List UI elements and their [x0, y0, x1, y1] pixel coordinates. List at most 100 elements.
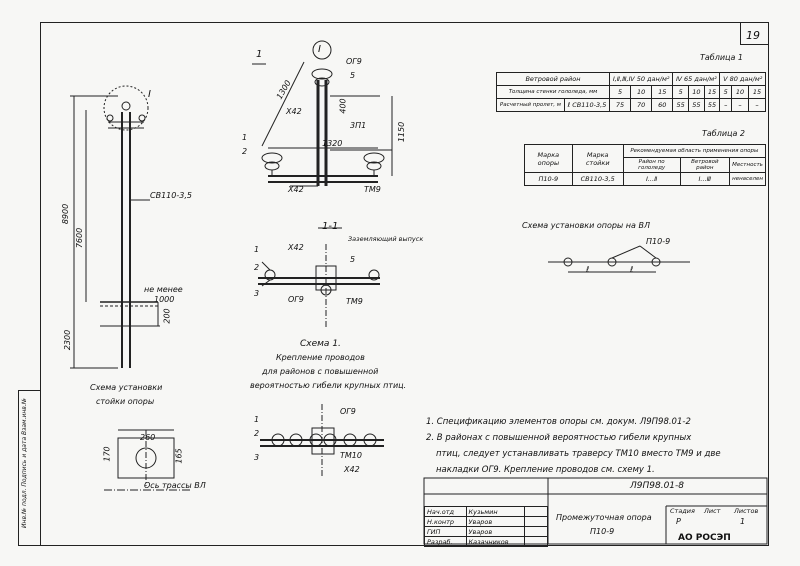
section-title: 1-1	[322, 221, 339, 232]
table2-header-2: Рекомендуемая область применения опоры	[622, 144, 767, 158]
ground-clip-label: Заземляющий выпуск	[348, 235, 424, 243]
table1-cell: 55	[688, 98, 705, 112]
node-label-2: 2	[242, 147, 248, 156]
axis-label: Ось трассы ВЛ	[144, 481, 206, 490]
stamp-name: Уваров	[465, 526, 526, 537]
table1-cell: 5	[608, 85, 632, 99]
s2-1: 1	[254, 415, 260, 424]
table2-cell: Ⅰ...Ⅲ	[679, 172, 731, 186]
stamp-title-2: П10-9	[590, 527, 615, 536]
table1-cell: 10	[731, 85, 749, 99]
table1-cell: –	[747, 98, 767, 112]
table1-row2-symbol: ℓ	[567, 101, 571, 109]
stamp-name: Уваров	[465, 516, 526, 527]
dim-1000: 1000	[154, 295, 175, 304]
table1-cell: 15	[703, 85, 721, 99]
table1-title: Таблица 1	[700, 53, 744, 62]
table2-cell: П10-9	[524, 172, 573, 186]
sec-1: 1	[254, 245, 260, 254]
table1-row1-label: Толщина стенки гололеда, мм	[496, 85, 610, 99]
note-line-1: 1. Спецификацию элементов опоры см. доку…	[426, 417, 691, 427]
node-1320: 1320	[322, 139, 343, 148]
stamp-stage: Р	[676, 517, 681, 526]
table1: Ветровой район Ⅰ,Ⅱ,Ⅲ,Ⅳ 50 дан/м² Ⅳ 65 да…	[496, 72, 767, 112]
pole-mark-label: СВ110-3,5	[150, 191, 192, 200]
stamp-role: Разраб.	[424, 536, 467, 547]
table1-cell: 70	[630, 98, 653, 112]
callout-I: Ⅰ	[148, 89, 151, 100]
schema1-line1: Крепление проводов	[276, 353, 365, 362]
table1-cell: 60	[651, 98, 674, 112]
side-strip	[18, 390, 41, 546]
ground-label: не менее	[144, 285, 183, 294]
table2-title: Таблица 2	[702, 129, 746, 138]
table1-row2-mark: ℓ СВ110-3,5	[563, 98, 610, 112]
s2-2: 2	[254, 429, 260, 438]
note-line-4: накладки ОГ9. Крепление проводов см. схе…	[436, 465, 655, 475]
note-line-3: птиц, следует устанавливать траверсу ТМ1…	[436, 449, 721, 459]
note-line-2: 2. В районах с повышенной вероятностью г…	[426, 433, 692, 443]
table1-header-0: Ветровой район	[496, 72, 610, 86]
s2-3: 3	[254, 453, 260, 462]
stamp-row: Разраб.Казачников	[424, 536, 548, 547]
callout-1: 1	[256, 49, 263, 60]
node-5: 5	[350, 71, 356, 80]
node-tm9: ТМ9	[364, 185, 381, 194]
dim-8900: 8900	[61, 203, 71, 225]
table1-cell: 10	[688, 85, 705, 99]
sec-x42: Х42	[288, 243, 304, 252]
stamp-col-stage: Стадия	[670, 507, 695, 515]
sec-tm9: ТМ9	[346, 297, 363, 306]
table1-header-1: Ⅰ,Ⅱ,Ⅲ,Ⅳ 50 дан/м²	[608, 72, 674, 86]
dim-260: 260	[140, 433, 156, 442]
node-callout-I: Ⅰ	[318, 44, 321, 55]
stamp-doc-code: Л9П98.01-8	[630, 481, 684, 491]
dim-170: 170	[102, 446, 112, 462]
table1-cell: –	[731, 98, 749, 112]
table2-cell: СВ110-3,5	[571, 172, 624, 186]
sec-og9: ОГ9	[288, 295, 304, 304]
table1-cell: 55	[672, 98, 690, 112]
stamp-col-sheets: Листов	[734, 507, 759, 515]
sec-3: 3	[254, 289, 260, 298]
install-scheme-p10: П10-9	[646, 237, 671, 246]
table2: Марка опоры Марка стойки Рекомендуемая о…	[524, 144, 767, 186]
node-1150: 1150	[397, 121, 407, 143]
table1-cell: 5	[672, 85, 690, 99]
stamp-org: АО РОСЭП	[678, 533, 731, 543]
table1-cell: 15	[747, 85, 767, 99]
table1-cell: 15	[651, 85, 674, 99]
dim-165: 165	[174, 448, 184, 464]
s2-tm10: ТМ10	[340, 451, 362, 460]
table1-cell: 5	[719, 85, 733, 99]
table1-header-2: Ⅳ 65 дан/м²	[672, 72, 721, 86]
table2-cell: ненаселен	[729, 172, 766, 186]
table1-cell: 55	[703, 98, 721, 112]
table1-header-3: Ⅴ 80 дан/м²	[719, 72, 766, 86]
table2-cell: Ⅰ...Ⅱ	[622, 172, 681, 186]
stand-schema-title-2: стойки опоры	[96, 397, 155, 406]
s2-og9: ОГ9	[340, 407, 356, 416]
sheet-number: 19	[746, 29, 760, 42]
table2-header-1: Марка стойки	[571, 144, 624, 173]
schema1-title: Схема 1.	[300, 339, 341, 349]
node-3p1: 3П1	[350, 121, 367, 130]
s2-x42: Х42	[344, 465, 360, 474]
dim-7600: 7600	[75, 227, 85, 249]
schema1-line3: вероятностью гибели крупных птиц.	[250, 381, 407, 390]
schema1-line2: для районов с повышенной	[262, 367, 379, 376]
dim-2300: 2300	[63, 329, 73, 351]
stamp-role: ГИП	[424, 526, 467, 537]
drawing-frame	[40, 22, 769, 546]
table1-cell: 10	[630, 85, 653, 99]
sheet-number-box	[740, 22, 768, 45]
sec-5: 5	[350, 255, 356, 264]
table2-sub-1: Ветровой район	[679, 157, 731, 173]
stamp-col-sheet: Лист	[704, 507, 721, 515]
stamp-sheet: 1	[740, 517, 746, 526]
